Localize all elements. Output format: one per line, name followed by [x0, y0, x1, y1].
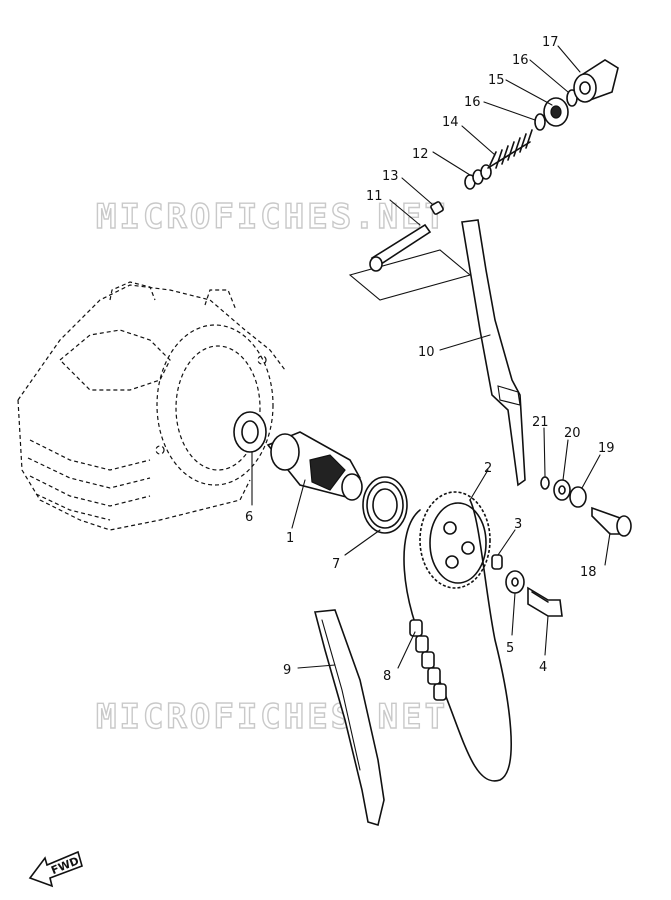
chain-guide-9-edge — [321, 619, 361, 771]
callout-16-lower: 16 — [464, 95, 481, 110]
watermark-bottom: MICROFICHES.NET — [96, 697, 448, 737]
callout-14: 14 — [442, 115, 459, 130]
chain-guide-9 — [313, 609, 385, 827]
engine-case-outline — [17, 281, 286, 531]
chain-guide-10-bracket — [497, 385, 521, 406]
callout-11: 11 — [366, 189, 383, 204]
nut-19 — [569, 486, 587, 508]
callout-3: 3 — [514, 517, 522, 532]
forward-direction-label: FWD — [49, 854, 81, 877]
callout-15: 15 — [488, 73, 505, 88]
callout-4: 4 — [539, 660, 547, 675]
callout-7: 7 — [332, 557, 340, 572]
cap-15 — [543, 97, 569, 127]
callout-numbers: 6 1 7 2 3 5 4 8 9 10 11 12 13 14 15 16 1… — [245, 35, 615, 684]
bearing-6 — [233, 411, 267, 453]
rod-12 — [464, 164, 492, 190]
camshaft-1 — [266, 431, 363, 501]
bolt-4 — [527, 586, 563, 617]
callout-16-upper: 16 — [512, 53, 529, 68]
washer-5 — [505, 570, 525, 594]
bearing-7 — [362, 476, 408, 534]
callout-5: 5 — [506, 641, 514, 656]
leader-lines — [251, 45, 611, 669]
callout-8: 8 — [383, 669, 391, 684]
chain-guide-10 — [461, 219, 526, 487]
callout-17: 17 — [542, 35, 559, 50]
callout-13: 13 — [382, 169, 399, 184]
cam-chain-loop — [403, 499, 512, 782]
callout-2: 2 — [484, 461, 492, 476]
tensioner-17 — [573, 59, 619, 103]
callout-1: 1 — [286, 531, 294, 546]
callout-20: 20 — [564, 426, 581, 441]
dowel-pin-3 — [491, 554, 503, 570]
gasket-outline — [348, 249, 472, 301]
callout-21: 21 — [532, 415, 549, 430]
callout-18: 18 — [580, 565, 597, 580]
callout-10: 10 — [418, 345, 435, 360]
bolt-18 — [591, 506, 632, 537]
clip-21 — [540, 476, 550, 490]
forward-direction-arrow: FWD — [28, 850, 83, 888]
cam-sprocket-2 — [419, 491, 491, 589]
watermark-top: MICROFICHES.NET — [96, 197, 448, 237]
pin-13 — [430, 201, 444, 215]
o-ring-16-lower — [534, 113, 546, 131]
chain-segment-8 — [409, 619, 447, 701]
callout-12: 12 — [412, 147, 429, 162]
spring-14 — [487, 129, 533, 169]
callout-6: 6 — [245, 510, 253, 525]
bolt-11 — [369, 223, 432, 272]
washer-20 — [553, 479, 571, 501]
callout-9: 9 — [283, 663, 291, 678]
callout-19: 19 — [598, 441, 615, 456]
